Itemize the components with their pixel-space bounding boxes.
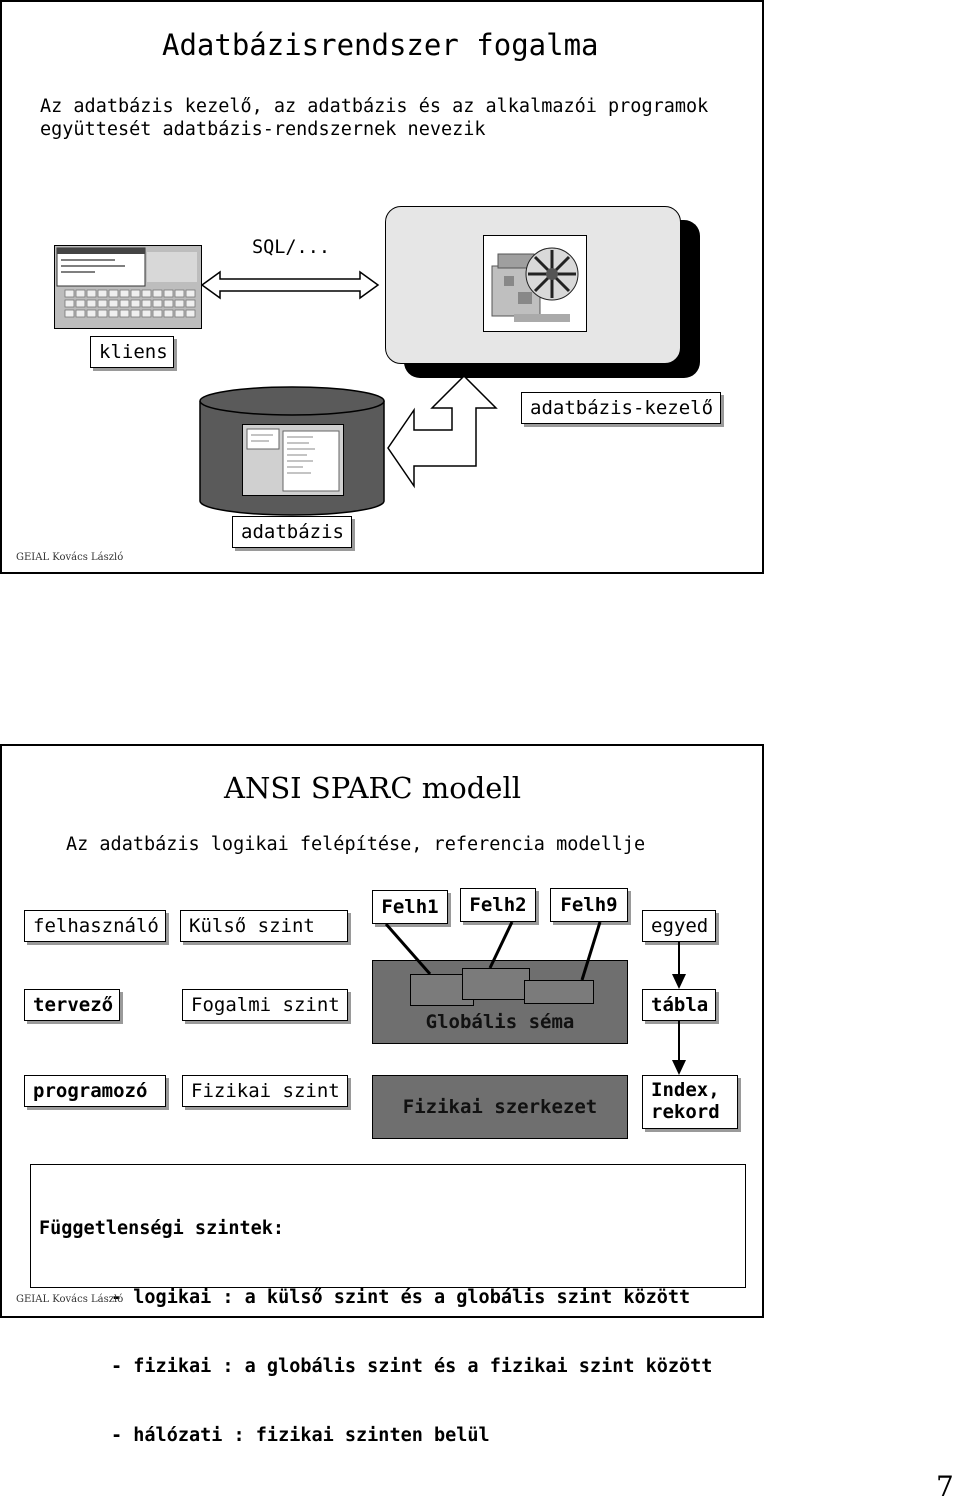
client-screenshot-image — [54, 245, 202, 329]
page-number: 7 — [936, 1470, 954, 1503]
double-arrow-icon — [200, 270, 380, 300]
bent-double-arrow-icon — [384, 374, 504, 494]
database-screenshot-image — [242, 424, 344, 496]
slide-1: Adatbázisrendszer fogalma Az adatbázis k… — [0, 0, 764, 574]
slide-1-intro-line-1: Az adatbázis kezelő, az adatbázis és az … — [40, 95, 708, 118]
independence-item-network: - hálózati : fizikai szinten belül — [39, 1424, 745, 1447]
slide-1-title: Adatbázisrendszer fogalma — [162, 28, 599, 62]
slide-1-intro-line-2: együttesét adatbázis-rendszernek nevezik — [40, 118, 486, 141]
slide-1-footer: GEIAL Kovács László — [16, 552, 123, 563]
slide-2: ANSI SPARC modell Az adatbázis logikai f… — [0, 744, 764, 1318]
independence-item-physical: - fizikai : a globális szint és a fizika… — [39, 1355, 745, 1378]
dbms-label: adatbázis-kezelő — [521, 392, 721, 424]
independence-title: Függetlenségi szintek: — [39, 1217, 745, 1240]
slide-2-footer: GEIAL Kovács László — [16, 1294, 123, 1305]
independence-item-logical: - logikai : a külső szint és a globális … — [39, 1286, 745, 1309]
independence-levels-box: Függetlenségi szintek: - logikai : a kül… — [30, 1164, 746, 1288]
engine-image — [483, 235, 587, 332]
sql-protocol-label: SQL/... — [252, 236, 330, 259]
client-label: kliens — [90, 336, 174, 368]
database-label: adatbázis — [232, 516, 352, 548]
